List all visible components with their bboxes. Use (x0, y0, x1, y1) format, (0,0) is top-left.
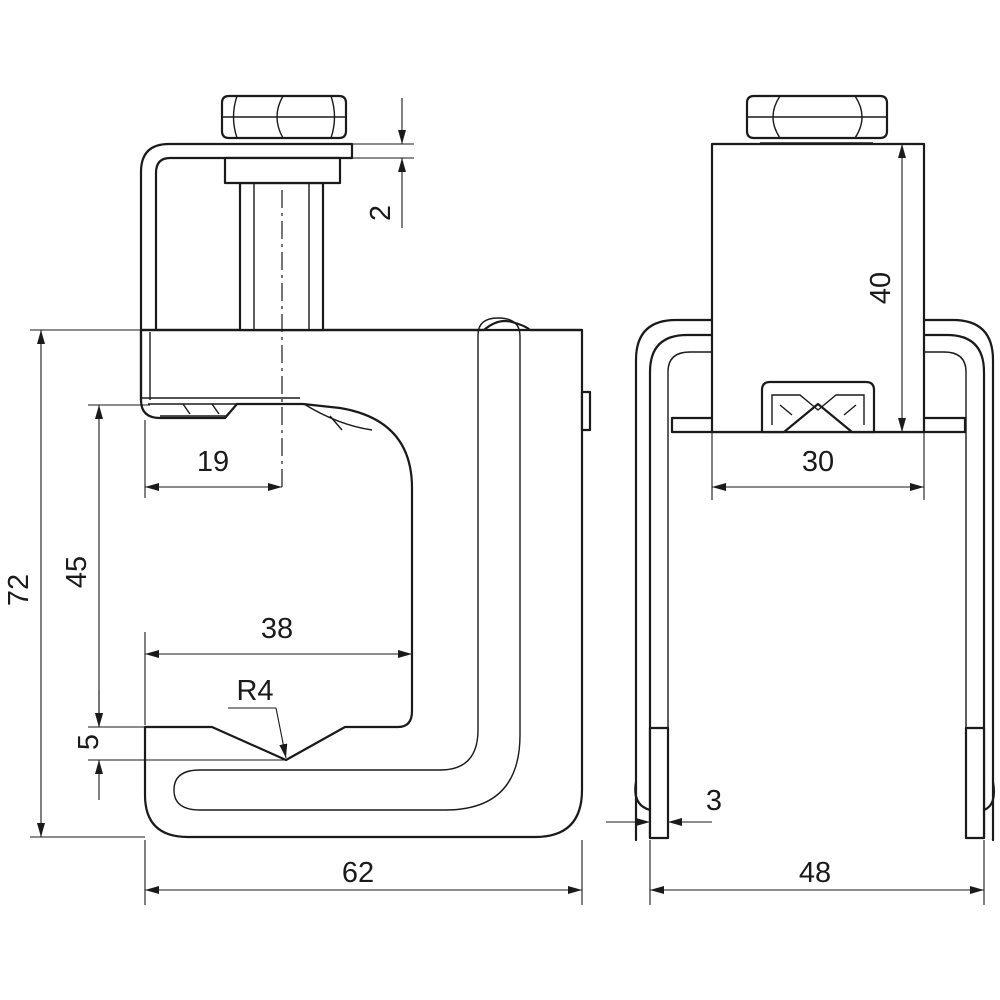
dim-width-38: 38 (261, 613, 293, 645)
dim-height-72: 72 (3, 574, 35, 606)
dim-radius-r4: R4 (236, 675, 273, 707)
dim-offset-19: 19 (197, 446, 229, 478)
dim-lip-5: 5 (73, 734, 105, 750)
dim-width-30: 30 (802, 446, 834, 478)
clamp-body (139, 319, 584, 839)
dim-total-width-62: 62 (342, 857, 374, 889)
dim-thickness-2: 2 (365, 205, 397, 221)
side-view: 2 72 45 5 19 38 R4 62 (3, 94, 592, 905)
left-strap (634, 318, 714, 842)
clamp-rib (173, 317, 521, 811)
strap-bracket (139, 142, 354, 332)
dim-thickness-3: 3 (706, 785, 722, 817)
dim-inner-45: 45 (61, 556, 93, 588)
dim-height-40: 40 (865, 272, 897, 304)
bolt-washer (223, 156, 342, 185)
front-view: 40 30 3 48 (606, 94, 996, 905)
side-screw (580, 390, 592, 432)
dim-total-width-48: 48 (799, 857, 831, 889)
right-strap (922, 318, 995, 842)
